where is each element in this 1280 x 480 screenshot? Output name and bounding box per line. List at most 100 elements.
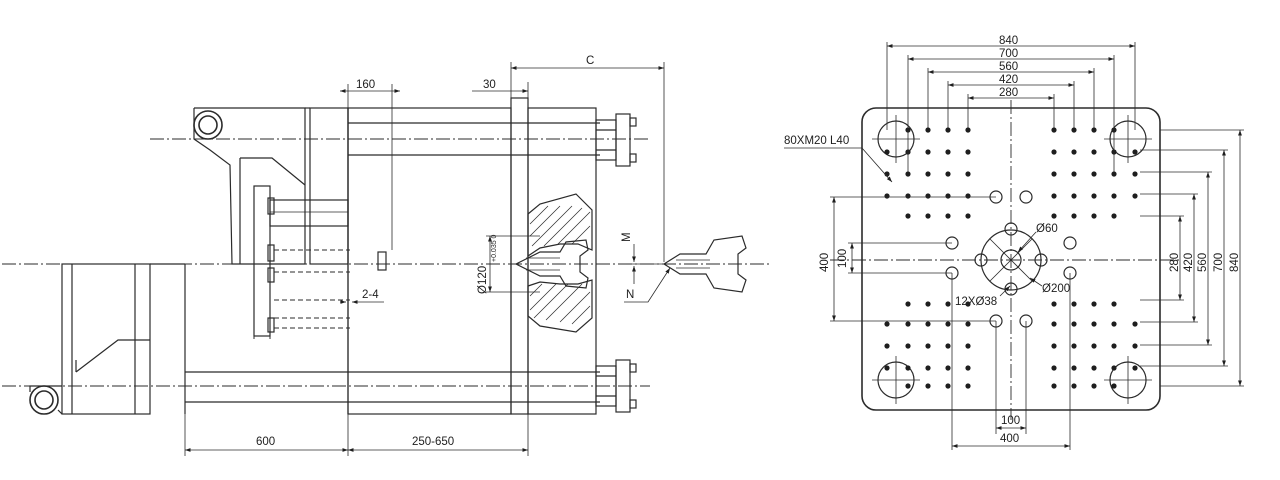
dim-600: 600 (184, 414, 349, 456)
threaded-hole (1051, 149, 1057, 155)
rear-platen (193, 107, 349, 337)
threaded-hole (965, 149, 971, 155)
threaded-hole (925, 213, 931, 219)
threaded-hole (1111, 193, 1117, 199)
thread-callout: 80XM20 L40 (784, 135, 893, 183)
threaded-hole (1091, 321, 1097, 327)
dim-160-label: 160 (356, 79, 375, 91)
ejector-hidden-lines (253, 249, 350, 340)
threaded-hole (925, 127, 931, 133)
dim-30: 30 (472, 79, 529, 108)
threaded-hole (1051, 127, 1057, 133)
threaded-hole (1132, 171, 1138, 177)
threaded-hole (1111, 171, 1117, 177)
threaded-hole (925, 365, 931, 371)
threaded-hole (1091, 301, 1097, 307)
threaded-hole (1071, 213, 1077, 219)
threaded-hole (1071, 171, 1077, 177)
threaded-hole (1132, 343, 1138, 349)
threaded-hole (965, 171, 971, 177)
threaded-hole (884, 365, 890, 371)
dim-holes-label: 12XØ38 (955, 296, 997, 308)
dim-left-100-label: 100 (837, 249, 849, 268)
threaded-hole (1071, 149, 1077, 155)
dim-tolerance-label: +0.035 0 (491, 234, 498, 262)
dim-top-420-label: 420 (999, 74, 1018, 86)
tie-bar-nut-upper (595, 113, 637, 167)
threaded-hole (1132, 321, 1138, 327)
dim-d60-label: Ø60 (1036, 223, 1058, 235)
threaded-hole (1071, 127, 1077, 133)
threaded-hole (905, 213, 911, 219)
dim-right-560-label: 560 (1197, 253, 1209, 272)
threaded-hole (1051, 301, 1057, 307)
toggle-frame (61, 263, 186, 415)
threaded-hole (1071, 301, 1077, 307)
threaded-hole (1051, 213, 1057, 219)
dim-diameter-120: Ø120 +0.035 0 (477, 234, 540, 294)
threaded-hole (945, 213, 951, 219)
threaded-hole (905, 321, 911, 327)
tie-bar-hole-tl (872, 115, 920, 163)
threaded-hole (905, 365, 911, 371)
threaded-hole (884, 343, 890, 349)
threaded-hole (1111, 321, 1117, 327)
threaded-hole (965, 365, 971, 371)
dim-top-840-label: 840 (999, 35, 1018, 47)
dim-250-650-label: 250-650 (412, 436, 454, 448)
threaded-hole (1091, 365, 1097, 371)
dim-bottom-400-label: 400 (1000, 433, 1019, 445)
threaded-hole (905, 343, 911, 349)
threaded-hole (1111, 365, 1117, 371)
threaded-hole (945, 149, 951, 155)
dim-bottom-stack: 100 400 (951, 273, 1071, 450)
threaded-hole (1132, 193, 1138, 199)
dim-top-stack: 840 700 560 420 280 (886, 35, 1136, 172)
threaded-hole (1051, 383, 1057, 389)
threaded-hole (965, 383, 971, 389)
dim-600-label: 600 (256, 436, 275, 448)
threaded-hole (925, 383, 931, 389)
threaded-hole (1051, 321, 1057, 327)
threaded-hole (965, 343, 971, 349)
threaded-hole (965, 193, 971, 199)
threaded-hole (925, 301, 931, 307)
threaded-hole (905, 193, 911, 199)
dim-160: 160 (340, 79, 400, 250)
threaded-hole (1111, 301, 1117, 307)
threaded-hole (965, 301, 971, 307)
tie-bar-hole-tr (1104, 115, 1152, 163)
platen-view: 840 700 560 420 280 80XM20 L40 400 100 Ø… (784, 35, 1244, 450)
threaded-hole (965, 321, 971, 327)
dim-top-560-label: 560 (999, 61, 1018, 73)
locating-ring (980, 229, 1042, 291)
dim-c-label: C (586, 55, 594, 67)
threaded-hole (1111, 383, 1117, 389)
threaded-hole (884, 149, 890, 155)
dim-2-4-label: 2-4 (362, 289, 379, 301)
dim-d200-label: Ø200 (1042, 283, 1070, 295)
dim-diameter-120-label: Ø120 (477, 266, 489, 294)
threaded-hole (884, 193, 890, 199)
threaded-hole (1051, 365, 1057, 371)
threaded-hole (925, 321, 931, 327)
threaded-hole (945, 321, 951, 327)
threaded-hole (1132, 149, 1138, 155)
threaded-hole (1051, 171, 1057, 177)
threaded-hole (925, 171, 931, 177)
dim-top-280-label: 280 (999, 87, 1018, 99)
threaded-hole (1111, 343, 1117, 349)
side-view: 160 30 C Ø120 +0.035 0 (2, 55, 770, 456)
threaded-holes-grid (884, 127, 1138, 389)
threaded-hole (945, 171, 951, 177)
threaded-hole (1091, 171, 1097, 177)
threaded-hole (1091, 149, 1097, 155)
dim-n-label: N (626, 289, 634, 301)
dim-top-700-label: 700 (999, 48, 1018, 60)
diameter-callouts: Ø60 Ø200 12XØ38 (955, 223, 1070, 308)
dim-m-label: M (621, 232, 633, 242)
threaded-hole (945, 301, 951, 307)
tie-bar-lower (185, 371, 600, 403)
threaded-hole (1091, 343, 1097, 349)
